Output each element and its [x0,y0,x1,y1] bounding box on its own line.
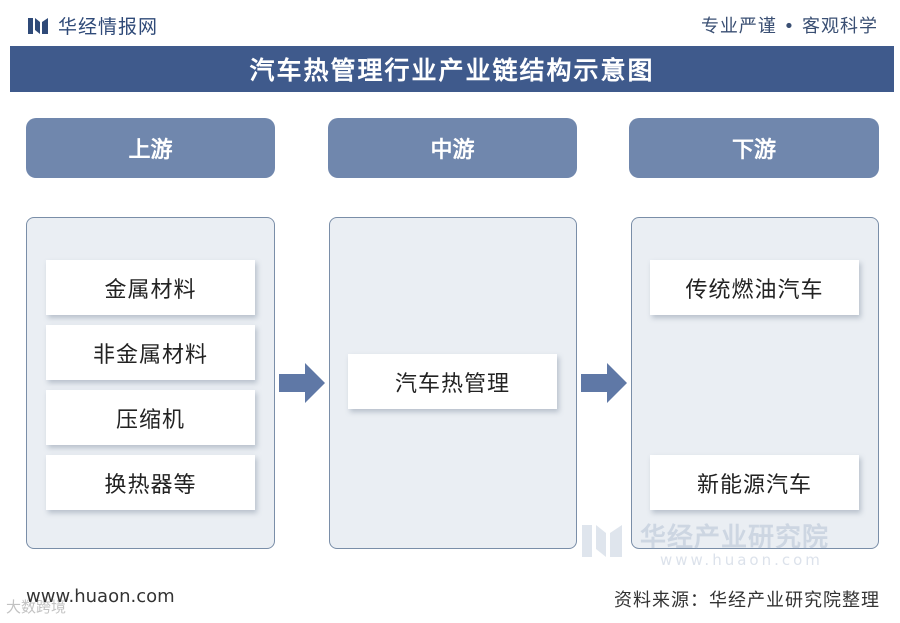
downstream-item-fuel-vehicle: 传统燃油汽车 [650,260,859,315]
stage-header-downstream: 下游 [629,118,879,178]
huajing-logo-icon [28,17,48,34]
brand: 华经情报网 [28,12,158,39]
upstream-item-heat-exchanger: 换热器等 [46,455,255,510]
stage-header-upstream: 上游 [26,118,275,178]
footer: 大数跨境 www.huaon.com 资料来源：华经产业研究院整理 [0,580,900,623]
upstream-item-compressor: 压缩机 [46,390,255,445]
downstream-panel: 传统燃油汽车 新能源汽车 [631,217,879,549]
upstream-item-metal-materials: 金属材料 [46,260,255,315]
upstream-panel: 金属材料 非金属材料 压缩机 换热器等 [26,217,275,549]
slogan: 专业严谨 • 客观科学 [700,16,878,37]
watermark-logo-icon [582,525,622,557]
stage-header-midstream: 中游 [328,118,577,178]
midstream-panel: 汽车热管理 [329,217,577,549]
footer-url: www.huaon.com [26,586,175,607]
diagram-title: 汽车热管理行业产业链结构示意图 [249,56,655,85]
downstream-item-nev: 新能源汽车 [650,455,859,510]
arrow-right-icon [581,363,627,403]
title-bar: 汽车热管理行业产业链结构示意图 [10,46,894,92]
brand-name: 华经情报网 [58,16,159,38]
midstream-item-thermal-management: 汽车热管理 [348,354,557,409]
arrow-right-icon [279,363,325,403]
footer-source: 资料来源：华经产业研究院整理 [614,590,880,611]
watermark-url: www.huaon.com [660,551,823,569]
top-bar: 华经情报网 专业严谨 • 客观科学 [0,0,900,46]
upstream-item-nonmetal-materials: 非金属材料 [46,325,255,380]
corner-watermark: 大数跨境 [6,598,67,616]
